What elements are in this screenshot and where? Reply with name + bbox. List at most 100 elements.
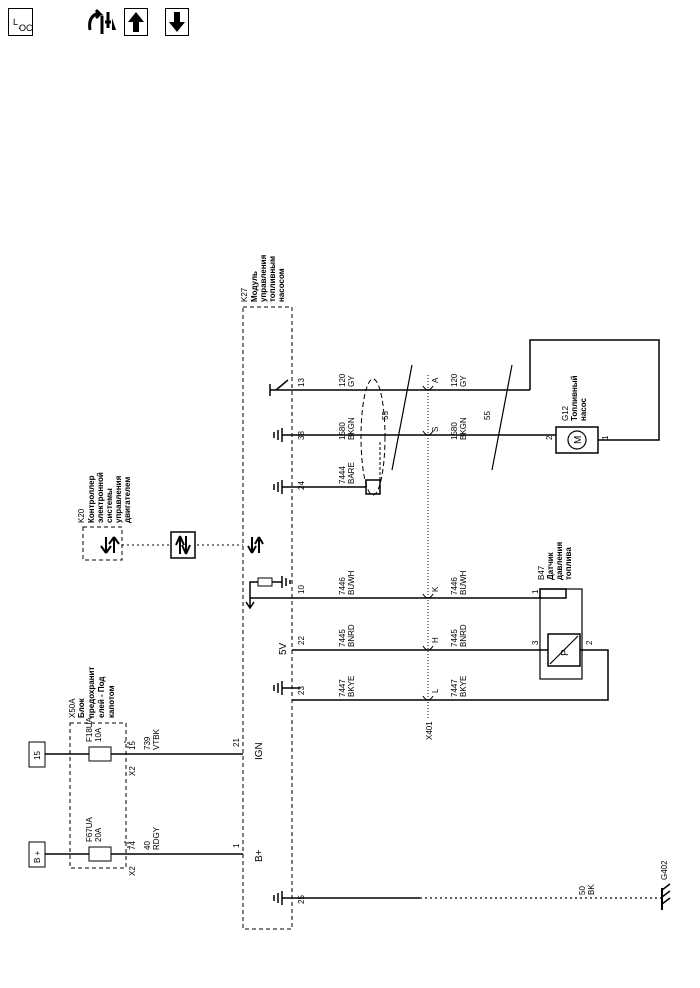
module-k27-name: K27 xyxy=(240,287,249,302)
x401-pin-l: L xyxy=(431,688,440,693)
arrow-down-icon-glyph xyxy=(169,12,185,32)
arrow-up-icon[interactable] xyxy=(124,8,148,36)
k27-pin-10: 10 xyxy=(297,585,306,594)
connector-view-icon[interactable] xyxy=(86,8,120,38)
w23-color: BKYE xyxy=(347,676,356,697)
location-icon-l: L xyxy=(13,17,18,27)
source-ign-label: 15 xyxy=(33,751,42,760)
fuse-block-desc-3: елей - Под xyxy=(97,676,106,718)
module-k20-outline xyxy=(82,526,123,561)
pump-pin-1: 1 xyxy=(601,435,610,440)
module-k20-desc-5: двигателем xyxy=(123,477,132,523)
w24-circuit: 7444 xyxy=(338,466,347,484)
w23-circuit: 7447 xyxy=(338,679,347,697)
shield-left-slash xyxy=(391,364,413,471)
source-bplus-label: B + xyxy=(33,850,42,863)
wS-circuit: 1580 xyxy=(450,422,459,440)
wire-bplus-color: RDGY xyxy=(152,826,161,850)
k27-pin-22: 22 xyxy=(297,636,306,645)
k20-serial-data-icon xyxy=(100,536,120,554)
location-icon[interactable]: L OC xyxy=(8,8,33,36)
module-k20-desc-1: Контроллер xyxy=(87,475,96,523)
k27-label-bplus: B+ xyxy=(254,849,265,862)
fuse-block-name: X50A xyxy=(68,698,77,718)
k27-pin-21: 21 xyxy=(232,738,241,747)
sensor-pin-2: 2 xyxy=(585,640,594,645)
w24-color: BARE xyxy=(347,462,356,484)
fuse-block-outline xyxy=(69,722,127,869)
module-k27-desc-3: топливным xyxy=(268,256,277,302)
arrow-down-icon[interactable] xyxy=(165,8,189,36)
sensor-pin-3: 3 xyxy=(531,640,540,645)
ground-g402-icon xyxy=(661,883,671,910)
k27-ground-25 xyxy=(273,891,300,905)
w38-color: BKGN xyxy=(347,417,356,440)
sensor-b47-desc-2: давления xyxy=(555,541,564,580)
w22-circuit: 7445 xyxy=(338,629,347,647)
wS-color: BKGN xyxy=(459,417,468,440)
wK-color: BUWH xyxy=(459,570,468,595)
x401-pin-a: A xyxy=(431,377,440,383)
pump-pin-2: 2 xyxy=(545,435,554,440)
wire-a-pump-return xyxy=(529,339,660,441)
connector-view-icon-glyph xyxy=(88,8,116,34)
fuse-f18ua xyxy=(88,746,112,762)
sensor-b47-symbol: P xyxy=(560,649,571,656)
fuse-f67ua-name: F67UA xyxy=(85,816,94,842)
fuse-f67ua xyxy=(88,846,112,862)
shield-drain-box xyxy=(365,479,381,495)
sensor-b47-name: B47 xyxy=(537,565,546,580)
fuse-conn-upper: X2 xyxy=(128,766,137,776)
ground-color: BK xyxy=(587,884,596,895)
w10-color: BUWH xyxy=(347,570,356,595)
k27-pullup-10 xyxy=(245,576,291,610)
x401-pin-marks xyxy=(422,385,434,701)
ground-name: G402 xyxy=(660,860,669,880)
wH-circuit: 7445 xyxy=(450,629,459,647)
sensor-b47-desc-1: Датчик xyxy=(546,551,555,580)
pump-g12-desc-1: Топливный xyxy=(570,375,579,421)
shield-right-label: 55 xyxy=(483,411,492,420)
fuse-f18ua-name: F18UA xyxy=(85,716,94,742)
fuse-block-desc-4: капотом xyxy=(107,685,116,718)
ground-circuit: 50 xyxy=(578,886,587,895)
sensor-b47-outline xyxy=(539,588,583,680)
k27-pin-1: 1 xyxy=(232,843,241,848)
w10-circuit: 7446 xyxy=(338,577,347,595)
w38-circuit: 1580 xyxy=(338,422,347,440)
x401-pin-h: H xyxy=(431,637,440,643)
module-k27-desc-1: Модуль xyxy=(250,271,259,302)
wire-ign-circuit: 739 xyxy=(143,736,152,750)
sensor-pin-1: 1 xyxy=(531,589,540,594)
pump-motor-icon xyxy=(567,430,587,450)
k27-pin-25: 25 xyxy=(297,895,306,904)
k27-pin-23: 23 xyxy=(297,686,306,695)
wL-color: BKYE xyxy=(459,676,468,697)
fuse-block-desc-2: предохранит xyxy=(87,667,96,718)
location-icon-glyph: L OC xyxy=(13,17,32,33)
module-k27-outline xyxy=(242,306,293,930)
k27-ground-24 xyxy=(273,480,300,494)
arrow-up-icon-glyph xyxy=(128,12,144,32)
k27-ground-23 xyxy=(273,681,300,695)
wK-circuit: 7446 xyxy=(450,577,459,595)
module-k20-desc-2: электронной xyxy=(96,472,105,523)
serial-data-box-icon xyxy=(175,535,191,555)
fuse-f18ua-rating: 10A xyxy=(94,727,103,742)
k27-pin-24: 24 xyxy=(297,481,306,490)
module-k27-desc-4: насосом xyxy=(277,268,286,302)
module-k20-desc-3: системы xyxy=(105,488,114,523)
x401-pin-k: K xyxy=(431,586,440,592)
location-icon-oc: OC xyxy=(19,23,32,33)
connector-x401-name: X401 xyxy=(425,721,434,740)
k27-label-ign: IGN xyxy=(254,742,265,760)
k27-switch-13 xyxy=(269,379,300,396)
sensor-b47-desc-3: топлива xyxy=(564,547,573,580)
w13-circuit: 120 xyxy=(338,373,347,387)
wire-bplus-circuit: 40 xyxy=(143,841,152,850)
fuse-conn-lower: X2 xyxy=(128,866,137,876)
pump-g12-desc-2: насос xyxy=(579,397,588,421)
x401-pin-s: S xyxy=(431,427,440,432)
